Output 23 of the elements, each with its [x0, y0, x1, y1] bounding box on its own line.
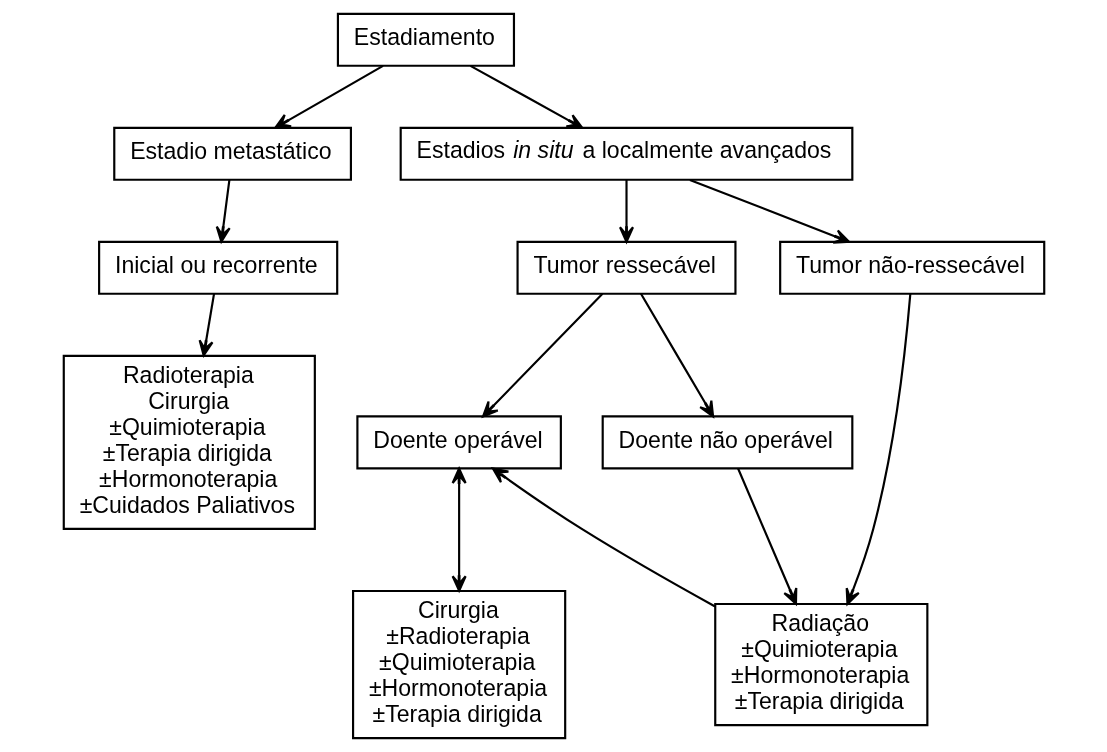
arrow — [469, 64, 583, 129]
node-box: Estadio metastático — [112, 126, 352, 181]
arrow — [618, 179, 634, 243]
arrow — [198, 293, 215, 357]
arrow — [451, 467, 467, 592]
node-box: Radiação ±Quimioterapia ±Hormonoterapia ±Terapia dirigida — [713, 602, 928, 727]
arrow — [639, 293, 714, 418]
node-box: Tumor não-ressecável — [778, 240, 1045, 295]
arrow — [273, 64, 384, 129]
node-box: Doente operável — [355, 415, 562, 470]
arrow — [215, 179, 231, 243]
node-box: Estadiamento — [336, 12, 515, 67]
node-box: Estadios in situ a localmente avançados — [399, 126, 853, 181]
arrow — [845, 293, 911, 606]
node-box: Cirurgia ±Radioterapia ±Quimioterapia ±Hormonoterapia ±Terapia dirigida — [351, 589, 566, 740]
node-box: Radioterapia Cirurgia ±Quimioterapia ±Terapia dirigida ±Hormonoterapia ±Cuidados Paliativos — [62, 354, 316, 531]
node-box: Tumor ressecável — [516, 240, 737, 295]
arrow — [491, 467, 716, 608]
node-box: Doente não operável — [601, 415, 853, 470]
node-box: Inicial ou recorrente — [97, 240, 338, 295]
arrow — [736, 468, 797, 605]
arrow — [481, 293, 603, 418]
arrow — [689, 178, 850, 244]
